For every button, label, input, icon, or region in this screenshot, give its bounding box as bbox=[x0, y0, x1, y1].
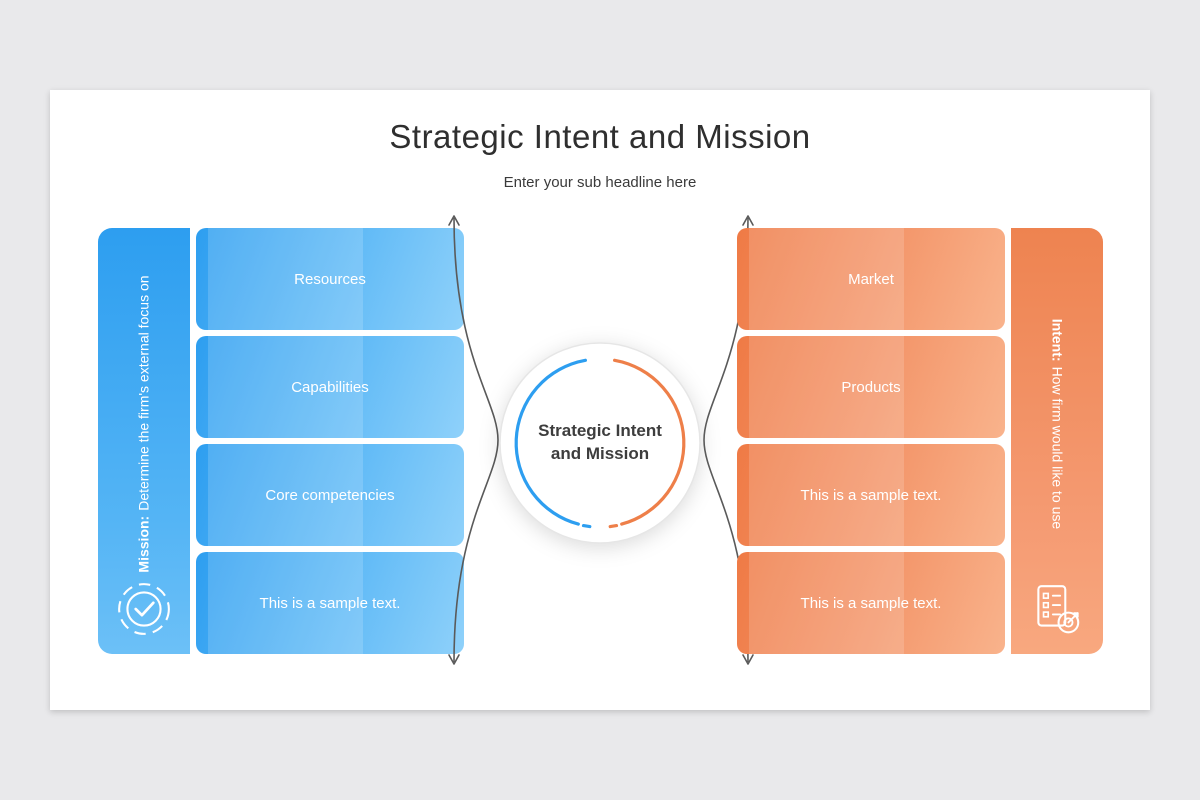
intent-sidebar: Intent: How firm would like to use bbox=[1011, 228, 1103, 654]
page-title: Strategic Intent and Mission bbox=[389, 118, 811, 155]
mission-sidebar-label: Mission: Determine the firm's external fo… bbox=[134, 269, 155, 579]
intent-box-label: This is a sample text. bbox=[800, 486, 942, 504]
mission-box-label: Capabilities bbox=[291, 378, 369, 396]
intent-sidebar-label-bold: Intent: bbox=[1049, 318, 1066, 362]
intent-box-products: Products bbox=[737, 336, 1005, 438]
intent-box-column: Market Products This is a sample text. T… bbox=[737, 228, 1005, 654]
mission-group: Mission: Determine the firm's external fo… bbox=[98, 228, 464, 654]
document-target-icon bbox=[1028, 580, 1086, 638]
intent-box-sample-text-1: This is a sample text. bbox=[737, 444, 1005, 546]
intent-box-market: Market bbox=[737, 228, 1005, 330]
center-circle: Strategic Intent and Mission bbox=[495, 338, 705, 548]
mission-box-column: Resources Capabilities Core competencies… bbox=[196, 228, 464, 654]
mission-box-label: This is a sample text. bbox=[259, 594, 401, 612]
target-check-icon bbox=[115, 580, 173, 638]
mission-sidebar-label-text: Determine the firm's external focus on bbox=[135, 275, 152, 511]
intent-sidebar-label: Intent: How firm would like to use bbox=[1047, 269, 1068, 579]
mission-box-capabilities: Capabilities bbox=[196, 336, 464, 438]
left-brace-arrow bbox=[440, 208, 506, 672]
mission-sidebar-label-bold: Mission: bbox=[135, 515, 152, 573]
intent-box-label: Products bbox=[841, 378, 901, 396]
intent-box-label: This is a sample text. bbox=[800, 594, 942, 612]
intent-sidebar-label-text: How firm would like to use bbox=[1049, 366, 1066, 530]
intent-box-label: Market bbox=[848, 270, 894, 288]
mission-box-resources: Resources bbox=[196, 228, 464, 330]
center-circle-label: Strategic Intent and Mission bbox=[538, 421, 662, 463]
mission-box-label: Core competencies bbox=[265, 486, 395, 504]
mission-box-sample-text: This is a sample text. bbox=[196, 552, 464, 654]
mission-sidebar: Mission: Determine the firm's external fo… bbox=[98, 228, 190, 654]
intent-group: Market Products This is a sample text. T… bbox=[737, 228, 1103, 654]
mission-box-core-competencies: Core competencies bbox=[196, 444, 464, 546]
mission-box-label: Resources bbox=[294, 270, 366, 288]
slide: Strategic Intent and Mission Enter your … bbox=[50, 90, 1150, 710]
intent-box-sample-text-2: This is a sample text. bbox=[737, 552, 1005, 654]
page-subtitle: Enter your sub headline here bbox=[503, 174, 697, 191]
